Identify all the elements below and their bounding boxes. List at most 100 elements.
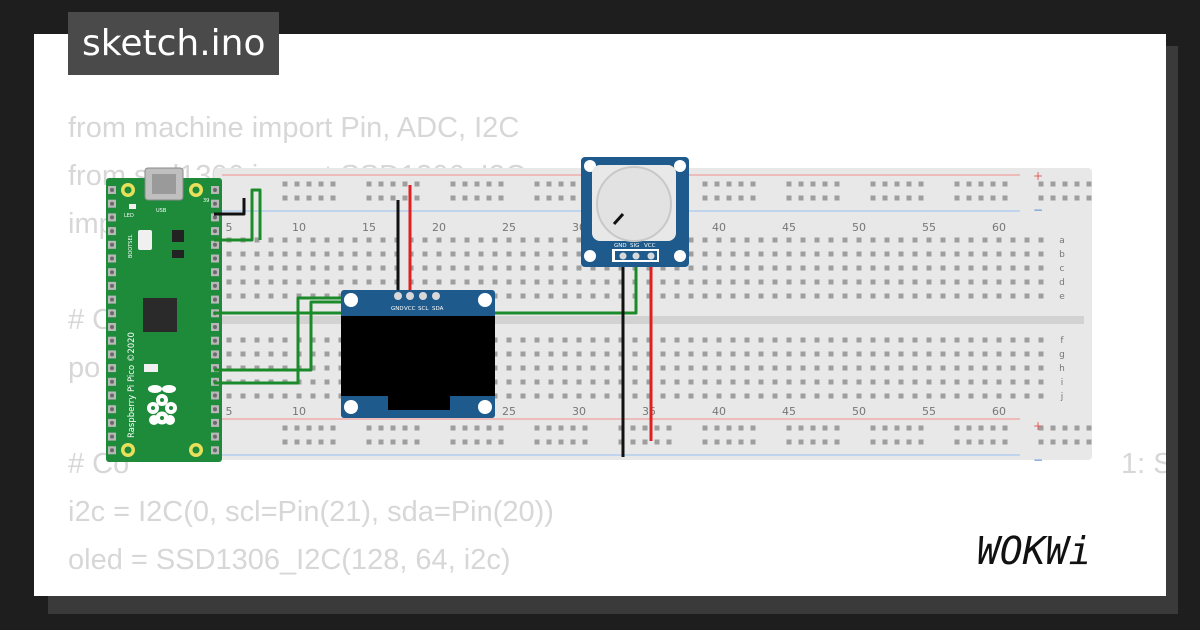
rail-hole (822, 425, 828, 431)
hole (310, 351, 316, 357)
rail-hole (702, 425, 708, 431)
rail-hole (318, 439, 324, 445)
led-icon (129, 204, 136, 209)
hole (772, 237, 778, 243)
rail-hole (282, 439, 288, 445)
rail-hole (1002, 195, 1008, 201)
file-tab[interactable]: sketch.ino (68, 12, 280, 75)
oled-display[interactable]: GND VCC SCL SDA (341, 290, 495, 418)
hole (366, 279, 372, 285)
hole (660, 393, 666, 399)
rail-hole (1062, 181, 1068, 187)
rail-hole (642, 425, 648, 431)
hole (366, 265, 372, 271)
hole (716, 393, 722, 399)
hole (282, 337, 288, 343)
hole (548, 279, 554, 285)
code-line: oled = SSD1306_I2C(128, 64, i2c) (68, 544, 511, 576)
bootsel-button[interactable] (138, 230, 152, 250)
hole (996, 251, 1002, 257)
hole (870, 337, 876, 343)
hole (660, 265, 666, 271)
potentiometer[interactable]: GND SIG VCC (581, 157, 689, 267)
hole (254, 337, 260, 343)
raspberry-pi-pico[interactable]: LED USB 39 BOOTSEL Raspberry Pi Pico ©20… (106, 167, 222, 462)
rail-hole (798, 425, 804, 431)
hole (604, 351, 610, 357)
chip (172, 250, 184, 258)
hole (814, 337, 820, 343)
rail-hole (282, 195, 288, 201)
hole (1038, 293, 1044, 299)
hole (702, 265, 708, 271)
rail-hole (990, 195, 996, 201)
rail-hole (954, 195, 960, 201)
hole (884, 379, 890, 385)
hole (884, 265, 890, 271)
code-line: from machine import Pin, ADC, I2C (68, 112, 520, 144)
hole (324, 365, 330, 371)
hole (1024, 279, 1030, 285)
rail-hole (918, 439, 924, 445)
hole (758, 237, 764, 243)
hole (506, 337, 512, 343)
rail-hole (1086, 181, 1092, 187)
hole (982, 279, 988, 285)
rail-hole (750, 439, 756, 445)
hole (548, 365, 554, 371)
knob-icon[interactable] (596, 166, 672, 242)
hole (618, 365, 624, 371)
hole (660, 351, 666, 357)
hole (576, 379, 582, 385)
hole (450, 279, 456, 285)
usb-label: USB (156, 208, 167, 214)
rail-hole (1050, 439, 1056, 445)
hole (996, 265, 1002, 271)
wire-green[interactable] (214, 188, 262, 242)
hole (422, 237, 428, 243)
rail-hole (894, 181, 900, 187)
hole (884, 351, 890, 357)
hole (478, 265, 484, 271)
hole (842, 365, 848, 371)
rail-hole (870, 439, 876, 445)
hole (674, 265, 680, 271)
hole (660, 379, 666, 385)
rail-hole (990, 181, 996, 187)
hole (352, 251, 358, 257)
hole (842, 337, 848, 343)
hole (772, 251, 778, 257)
hole (534, 251, 540, 257)
rail-hole (330, 181, 336, 187)
hole (590, 351, 596, 357)
hole (674, 337, 680, 343)
hole (548, 251, 554, 257)
rail-hole (414, 195, 420, 201)
hole (996, 379, 1002, 385)
hole (688, 237, 694, 243)
hole (800, 279, 806, 285)
rail-hole (822, 195, 828, 201)
hole (520, 265, 526, 271)
hole (772, 265, 778, 271)
column-label: 50 (852, 221, 866, 234)
hole (296, 393, 302, 399)
rail-hole (498, 181, 504, 187)
hole (562, 265, 568, 271)
rail-hole (462, 181, 468, 187)
hole (968, 337, 974, 343)
wire-black[interactable] (214, 198, 246, 216)
hole (828, 365, 834, 371)
pot-pin (647, 252, 655, 260)
hole (436, 279, 442, 285)
pot-pin (619, 252, 627, 260)
hole (912, 337, 918, 343)
rail-hole (366, 439, 372, 445)
hole (632, 351, 638, 357)
hole (856, 393, 862, 399)
hole (464, 279, 470, 285)
rail-hole (882, 181, 888, 187)
rail-hole (918, 181, 924, 187)
row-label: e (1059, 292, 1065, 302)
hole (1024, 393, 1030, 399)
